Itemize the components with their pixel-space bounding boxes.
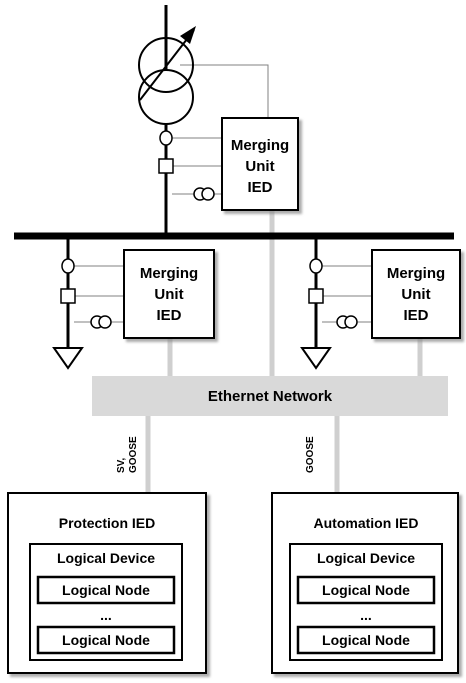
voltage-sensor-icon [159,130,173,146]
left-mu-label-2: Unit [154,286,183,303]
transformer-control-wire [180,64,269,118]
protection-logical-node-2-label: Logical Node [62,632,150,648]
automation-logical-node-2 [296,625,436,655]
right-mu-label-1: Merging [387,265,445,282]
transformer-sensor-icon [98,315,112,329]
automation-logical-device-label: Logical Device [317,550,415,566]
protection-ied: Protection IED Logical Device Logical No… [7,492,207,674]
left-merging-unit-box [123,249,215,339]
left-bay-wiring [74,265,124,323]
protection-logical-node-1 [36,575,176,605]
automation-link-label-goose: GOOSE [305,436,316,473]
tap-changer-arrow [139,29,195,101]
current-sensor-icon [158,158,174,174]
right-bay-sensors [308,258,358,329]
voltage-sensor-icon [309,258,323,274]
protection-logical-device-label: Logical Device [57,550,155,566]
automation-ied-title: Automation IED [314,515,419,531]
transformer-sensor-icon [201,187,215,201]
automation-ellipsis: ... [360,607,372,623]
top-bay-sensors [158,130,215,201]
left-ground-symbol [52,347,84,370]
ethernet-network-label: Ethernet Network [208,388,333,405]
left-mu-label-3: IED [156,307,181,324]
top-mu-label-2: Unit [245,158,274,175]
automation-logical-node-2-label: Logical Node [322,632,410,648]
right-bay-wiring [322,265,372,323]
protection-ied-title: Protection IED [59,515,155,531]
transformer-winding-bottom [138,69,194,125]
top-merging-unit-box [221,117,299,211]
transformer-winding-top [138,37,194,93]
current-sensor-icon [60,288,76,304]
automation-ied: Automation IED Logical Device Logical No… [271,492,459,674]
protection-logical-node-2 [36,625,176,655]
top-mu-label-1: Merging [231,137,289,154]
transformer-sensor-icon [344,315,358,329]
protection-logical-node-1-label: Logical Node [62,582,150,598]
tap-changer-arrowhead [180,26,196,44]
top-mu-label-3: IED [247,179,272,196]
left-bay-sensors [60,258,112,329]
automation-logical-node-1 [296,575,436,605]
automation-logical-node-1-label: Logical Node [322,582,410,598]
left-mu-label-1: Merging [140,265,198,282]
top-bay-wiring [172,137,222,195]
protection-link-label-sv: SV, [116,458,127,473]
transformer-symbol [138,26,196,125]
ethernet-network-bar [92,376,448,416]
protection-link-label-goose: GOOSE [128,436,139,473]
right-merging-unit-box [371,249,461,339]
right-ground-symbol [300,347,332,370]
protection-ellipsis: ... [100,607,112,623]
voltage-sensor-icon [61,258,75,274]
current-sensor-icon [308,288,324,304]
right-mu-label-2: Unit [401,286,430,303]
right-mu-label-3: IED [403,307,428,324]
